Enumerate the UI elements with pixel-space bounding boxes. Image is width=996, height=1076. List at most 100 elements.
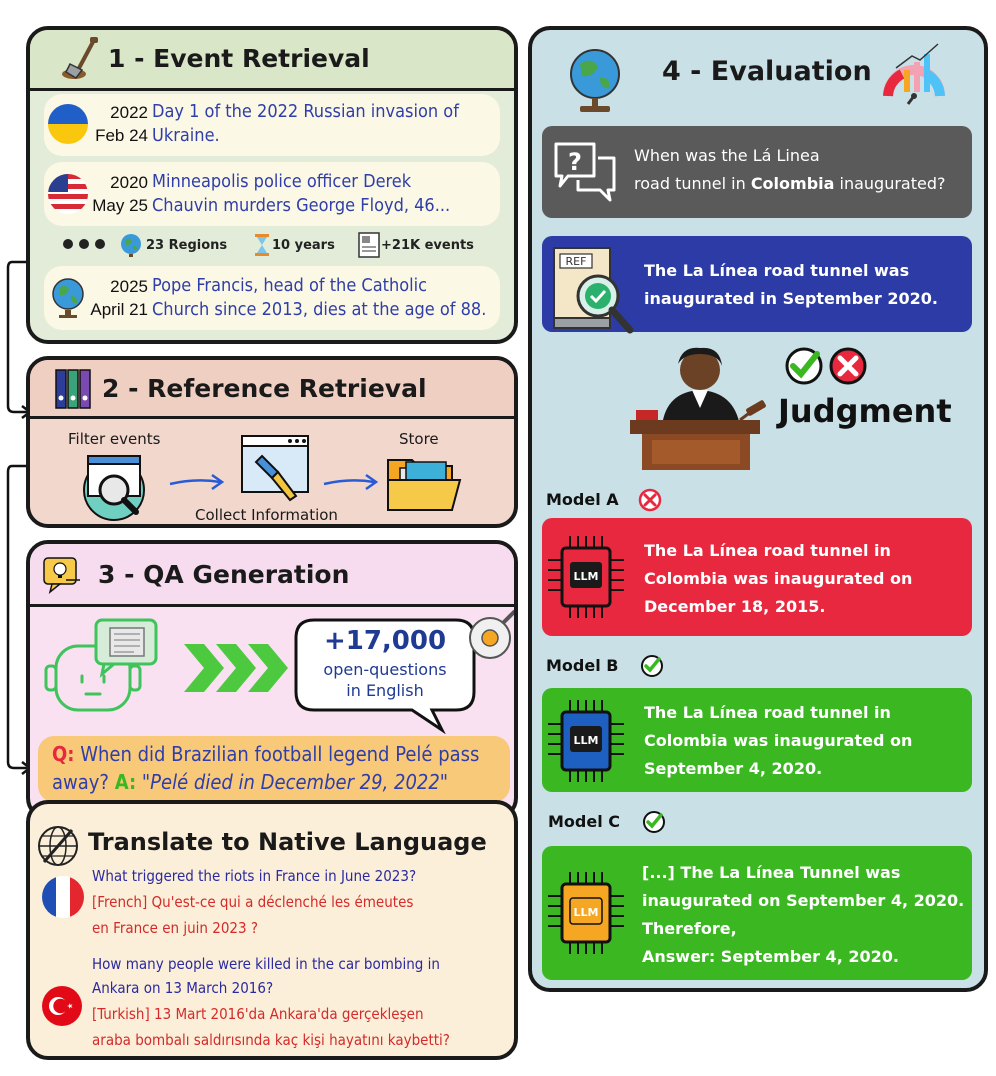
reference-line1: The La Línea road tunnel was bbox=[644, 261, 910, 280]
question-native: [French] Qu'est-ce qui a déclenché les é… bbox=[92, 893, 414, 911]
model-label: Model A bbox=[546, 490, 619, 509]
cross-icon bbox=[638, 488, 662, 512]
model-answer-line: Answer: September 4, 2020. bbox=[642, 947, 899, 966]
event-text-line2: Chauvin murders George Floyd, 46... bbox=[152, 195, 451, 216]
shovel-icon bbox=[62, 37, 98, 79]
reference-book-icon: REF bbox=[553, 247, 634, 334]
idea-chat-icon bbox=[43, 557, 80, 594]
event-date: Feb 24 bbox=[95, 126, 148, 145]
stat-years: 10 years bbox=[272, 238, 335, 253]
panel-header bbox=[30, 544, 514, 607]
model-answer-line: [...] The La Línea Tunnel was bbox=[642, 863, 901, 882]
model-label: Model C bbox=[548, 812, 621, 831]
binders-icon bbox=[55, 369, 91, 409]
globe-icon bbox=[121, 234, 141, 257]
question-english: What triggered the riots in France in Ju… bbox=[92, 867, 417, 885]
model-answer-box bbox=[542, 688, 972, 792]
model-label: Model B bbox=[546, 656, 619, 675]
evaluation-panel: 4 - Evaluation ? When was the Lá Linea r… bbox=[528, 26, 988, 992]
panel-header bbox=[30, 360, 514, 419]
model-answer-line: December 18, 2015. bbox=[644, 597, 826, 616]
question-native: en France en juin 2023 ? bbox=[92, 919, 259, 937]
panel-header bbox=[30, 30, 514, 91]
stat-regions: 23 Regions bbox=[146, 238, 228, 253]
model-answer-line: September 4, 2020. bbox=[644, 759, 823, 778]
model-answer-line: The La Línea road tunnel in bbox=[644, 541, 891, 560]
event-card: 2022 Feb 24 Day 1 of the 2022 Russian in… bbox=[44, 94, 500, 156]
translate-panel: Translate to Native Language What trigge… bbox=[26, 800, 518, 1060]
qa-question-line1: Q: When did Brazilian football legend Pe… bbox=[52, 742, 479, 766]
question-bubble-icon: ? bbox=[554, 142, 616, 202]
model-answer-box bbox=[542, 846, 972, 980]
panel-title: Translate to Native Language bbox=[88, 828, 487, 856]
question-country: Colombia bbox=[750, 174, 835, 193]
qa-count-line1: open-questions bbox=[323, 660, 447, 679]
a-prefix: A: bbox=[114, 770, 137, 794]
gauge-chart-icon bbox=[883, 43, 945, 105]
hourglass-icon bbox=[255, 234, 269, 256]
q-prefix: Q: bbox=[52, 742, 75, 766]
event-text-line2: Church since 2013, dies at the age of 88… bbox=[152, 299, 487, 320]
event-text-line1: Day 1 of the 2022 Russian invasion of bbox=[152, 101, 459, 122]
turkey-flag bbox=[42, 986, 82, 1026]
llm-chip-icon: LLM bbox=[548, 536, 624, 618]
svg-text:?: ? bbox=[568, 148, 582, 176]
model-answer-line: The La Línea road tunnel in bbox=[644, 703, 891, 722]
event-date: May 25 bbox=[92, 196, 148, 215]
model-answer-line: Therefore, bbox=[642, 919, 737, 938]
event-year: 2025 bbox=[110, 277, 148, 296]
panel-title: 2 - Reference Retrieval bbox=[102, 374, 427, 403]
qa-question-text: away? bbox=[52, 770, 109, 794]
ref-tag: REF bbox=[566, 255, 587, 268]
check-icon bbox=[641, 655, 663, 677]
model-answer-box bbox=[542, 518, 972, 636]
check-icon bbox=[785, 347, 823, 385]
event-card: 2025 April 21 Pope Francis, head of the … bbox=[44, 266, 500, 330]
qa-question-line2: away? A: "Pelé died in December 29, 2022… bbox=[52, 770, 448, 794]
reference-line2: inaugurated in September 2020. bbox=[644, 289, 938, 308]
question-line1: When was the Lá Linea bbox=[634, 146, 820, 165]
newspaper-icon bbox=[358, 232, 380, 258]
question-english: How many people were killed in the car b… bbox=[92, 955, 440, 973]
event-text-line1: Pope Francis, head of the Catholic bbox=[152, 275, 428, 296]
ellipsis-dots bbox=[62, 236, 122, 252]
reference-retrieval-panel: 2 - Reference Retrieval Filter events Co… bbox=[26, 356, 518, 528]
qa-generation-panel: 3 - QA Generation +17,000 open-questions… bbox=[26, 540, 518, 820]
arrow-right-icon bbox=[323, 473, 379, 491]
cross-icon bbox=[829, 347, 867, 385]
panel-title: 3 - QA Generation bbox=[98, 560, 350, 589]
llm-chip-icon: LLM bbox=[548, 700, 624, 782]
translate-globe-icon bbox=[38, 826, 78, 866]
france-flag bbox=[42, 876, 84, 918]
usa-flag bbox=[48, 174, 88, 214]
panel-title: 1 - Event Retrieval bbox=[108, 44, 370, 73]
magnifier-filter-icon bbox=[83, 455, 145, 521]
event-date: April 21 bbox=[90, 300, 148, 319]
event-text-line1: Minneapolis police officer Derek bbox=[152, 171, 412, 192]
question-text: road tunnel in bbox=[634, 174, 751, 193]
connector-arrows bbox=[6, 260, 33, 775]
collect-information-icon bbox=[241, 435, 309, 502]
judgment-label: Judgment bbox=[778, 392, 952, 430]
arrow-right-icon bbox=[169, 473, 225, 491]
model-answer-line: inaugurated on September 4, 2020. bbox=[642, 891, 965, 910]
question-line2: road tunnel in Colombia inaugurated? bbox=[634, 174, 946, 193]
chip-label: LLM bbox=[574, 734, 599, 747]
judge-icon bbox=[630, 347, 766, 470]
chevrons-icon bbox=[184, 644, 288, 692]
question-english: Ankara on 13 March 2016? bbox=[92, 979, 274, 997]
check-icon bbox=[643, 811, 665, 833]
event-text-line2: Ukraine. bbox=[152, 125, 220, 146]
filter-events-label: Filter events bbox=[68, 430, 161, 448]
event-card: 2020 May 25 Minneapolis police officer D… bbox=[44, 162, 500, 226]
event-retrieval-panel: 1 - Event Retrieval 2022 Feb 24 Day 1 of… bbox=[26, 26, 518, 344]
event-year: 2020 bbox=[110, 173, 148, 192]
store-label: Store bbox=[399, 430, 439, 448]
robot-icon bbox=[44, 618, 158, 712]
ukraine-flag bbox=[48, 104, 88, 144]
question-native: [Turkish] 13 Mart 2016'da Ankara'da gerç… bbox=[92, 1005, 424, 1023]
chip-label: LLM bbox=[574, 570, 599, 583]
qa-count: +17,000 bbox=[323, 626, 447, 656]
lightbulb-gear-icon bbox=[469, 610, 514, 659]
folder-icon bbox=[387, 459, 462, 511]
